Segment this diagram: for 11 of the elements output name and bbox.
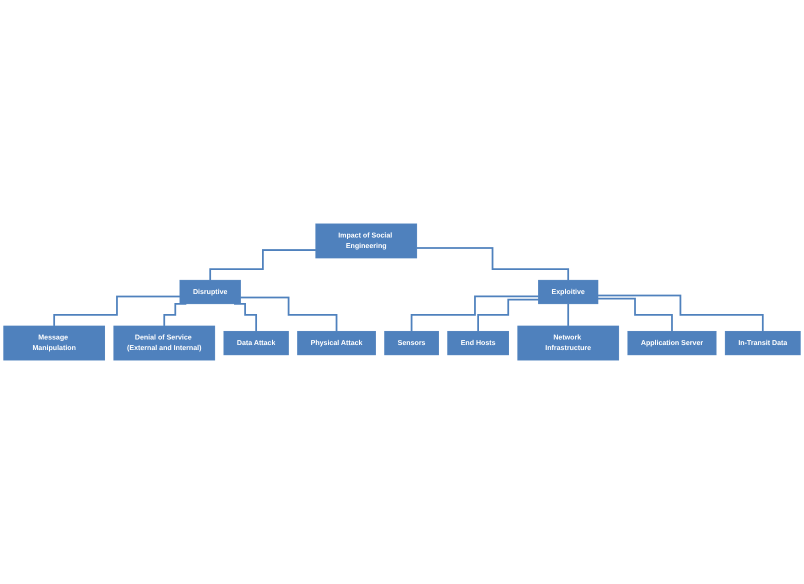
connector xyxy=(209,249,316,281)
connector xyxy=(240,296,338,332)
connector xyxy=(410,295,538,332)
connector xyxy=(163,303,186,327)
connector xyxy=(416,247,570,281)
connector xyxy=(598,298,673,332)
connector xyxy=(234,303,258,332)
connector xyxy=(567,303,570,327)
connector xyxy=(477,298,538,332)
connector xyxy=(598,294,764,332)
connector xyxy=(53,296,180,327)
